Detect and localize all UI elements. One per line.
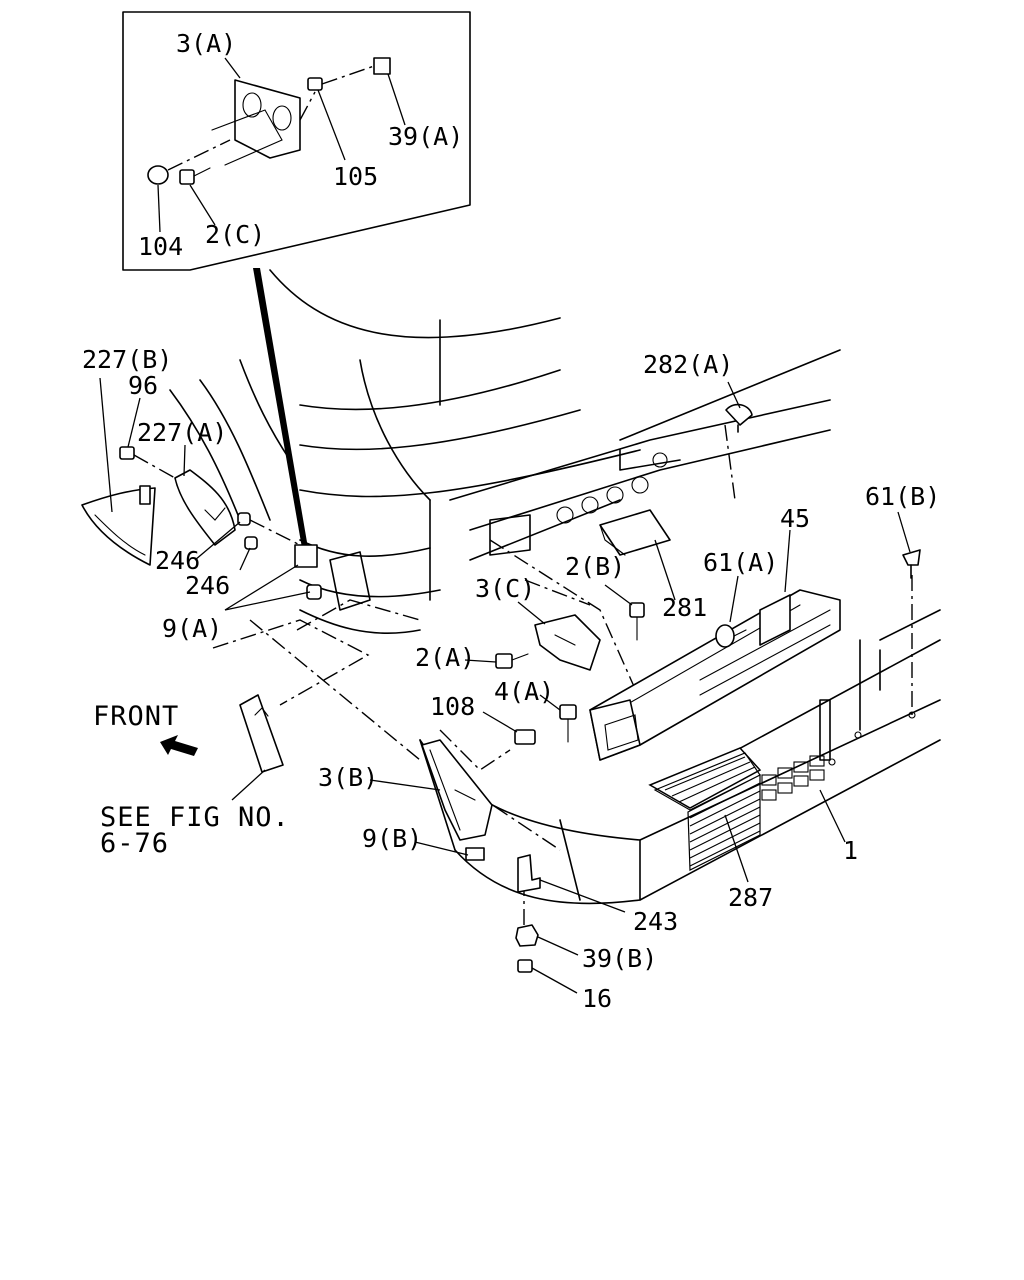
front-arrow-icon xyxy=(160,735,198,756)
bolt-2b xyxy=(629,602,645,618)
label-61a: 61(A) xyxy=(703,548,778,577)
label-2a: 2(A) xyxy=(415,643,475,672)
bolt-2a xyxy=(495,653,513,669)
lower-parts xyxy=(421,739,541,973)
see-fig-line1: SEE FIG NO. xyxy=(100,802,290,833)
label-39a: 39(A) xyxy=(388,122,463,151)
nut-246-a xyxy=(237,512,251,526)
bracket-281 xyxy=(599,509,671,556)
step-287 xyxy=(648,747,762,809)
plug-104 xyxy=(147,165,169,185)
front-label: FRONT xyxy=(93,701,179,732)
label-2c: 2(C) xyxy=(205,220,265,249)
label-45: 45 xyxy=(780,504,810,533)
label-246-a: 246 xyxy=(155,546,200,575)
bumper-assembly xyxy=(419,609,941,905)
clip-108 xyxy=(514,729,536,745)
label-3c: 3(C) xyxy=(475,574,535,603)
bolt-96 xyxy=(119,446,135,460)
bracket-243 xyxy=(517,854,541,893)
clip-61b xyxy=(902,549,921,566)
guide-lines xyxy=(212,424,913,935)
nut-246-b xyxy=(244,536,258,550)
bracket-3a xyxy=(234,79,301,159)
part-labels: 3(A) 39(A) 105 104 2(C) 227(B) 96 227(A)… xyxy=(82,29,940,1013)
label-243: 243 xyxy=(633,907,678,936)
guard-227b xyxy=(81,487,156,566)
label-282a: 282(A) xyxy=(643,350,733,379)
label-61b: 61(B) xyxy=(865,482,940,511)
bolt-4a xyxy=(559,704,577,720)
leader-lines xyxy=(99,377,911,994)
bracket-9a-top xyxy=(294,544,318,568)
side-step xyxy=(495,403,921,761)
label-4a: 4(A) xyxy=(494,677,554,706)
label-108: 108 xyxy=(430,692,475,721)
inset-frame xyxy=(122,11,471,271)
label-287: 287 xyxy=(728,883,773,912)
front-indicator xyxy=(160,735,198,756)
label-227b: 227(B) xyxy=(82,345,172,374)
clip-39a xyxy=(373,57,391,75)
label-2b: 2(B) xyxy=(565,552,625,581)
label-3b: 3(B) xyxy=(318,763,378,792)
label-227a: 227(A) xyxy=(137,418,227,447)
label-1: 1 xyxy=(843,836,858,865)
label-104: 104 xyxy=(138,232,183,261)
see-fig-line2: 6-76 xyxy=(100,828,169,859)
label-16: 16 xyxy=(582,984,612,1013)
label-9b: 9(B) xyxy=(362,824,422,853)
nut-39b xyxy=(515,924,539,947)
label-3a: 3(A) xyxy=(176,29,236,58)
bolt-105 xyxy=(307,77,323,91)
bolt-16 xyxy=(517,959,533,973)
plug-61a xyxy=(715,624,735,648)
bracket-3c xyxy=(534,614,601,671)
bracket-9b xyxy=(465,847,485,861)
label-39b: 39(B) xyxy=(582,944,657,973)
bolt-2c xyxy=(179,169,195,185)
label-9a: 9(A) xyxy=(162,614,222,643)
clip-282a xyxy=(725,403,753,426)
mud-guards xyxy=(81,446,371,611)
bracket-3b xyxy=(421,739,493,841)
label-246-b: 246 xyxy=(185,571,230,600)
guard-227a xyxy=(174,469,236,546)
inset-detail xyxy=(122,11,471,271)
reference-panel xyxy=(239,694,284,773)
label-96: 96 xyxy=(128,371,158,400)
label-105: 105 xyxy=(333,162,378,191)
label-281: 281 xyxy=(662,593,707,622)
inset-pointer xyxy=(253,268,308,548)
step-grid xyxy=(761,755,825,801)
